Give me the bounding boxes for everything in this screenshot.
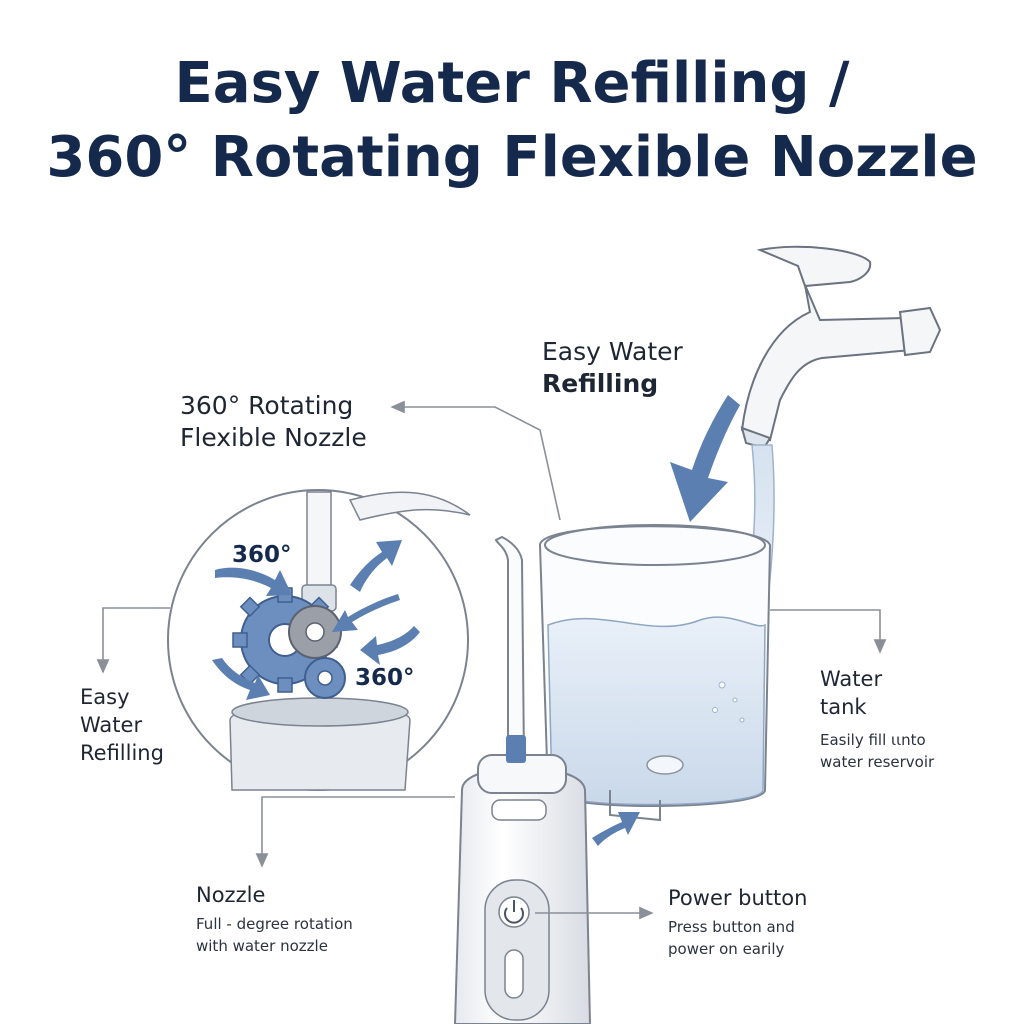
callout-lines bbox=[96, 400, 887, 920]
rotating-nozzle-line-2: Flexible Nozzle bbox=[180, 423, 367, 452]
down-arrow-icon bbox=[670, 395, 740, 522]
refilling-left-line-1: Easy bbox=[80, 685, 130, 709]
refilling-left-line-3: Refilling bbox=[80, 741, 164, 765]
rotation-degree-upper: 360° bbox=[232, 542, 292, 568]
page-title-line-2: 360° Rotating Flexible Nozzle bbox=[46, 125, 978, 190]
rotation-arrow-icon bbox=[212, 540, 420, 700]
rotating-nozzle-line-1: 360° Rotating bbox=[180, 391, 354, 420]
refilling-top-line-1: Easy Water bbox=[542, 337, 683, 366]
refilling-top-label: Easy Water Refilling bbox=[542, 336, 683, 400]
rotating-nozzle-label: 360° Rotating Flexible Nozzle bbox=[180, 390, 367, 454]
water-tank-title-1: Water bbox=[820, 667, 883, 691]
power-button-desc-2: power on earily bbox=[668, 940, 785, 958]
water-tank-desc-1: Easily fill ιιnto bbox=[820, 731, 926, 749]
refilling-left-label: Easy Water Refilling bbox=[80, 683, 164, 767]
nozzle-label: Nozzle Full - degree rotation with water… bbox=[196, 881, 353, 957]
nozzle-desc-1: Full - degree rotation bbox=[196, 915, 353, 933]
flosser-body bbox=[453, 535, 592, 1024]
refilling-left-line-2: Water bbox=[80, 713, 143, 737]
refill-arrow-icon bbox=[592, 812, 640, 846]
water-tank-desc-2: water reservoir bbox=[820, 753, 935, 771]
water-tank-label: Water tank Easily fill ιιnto water reser… bbox=[820, 665, 934, 773]
page-title-line-1: Easy Water Refilling / bbox=[174, 51, 850, 116]
nozzle-desc-2: with water nozzle bbox=[196, 937, 328, 955]
water-tank bbox=[538, 524, 772, 822]
nozzle-title: Nozzle bbox=[196, 883, 266, 907]
faucet-icon bbox=[740, 245, 942, 450]
water-tank-title-2: tank bbox=[820, 695, 867, 719]
gear-icon bbox=[232, 587, 346, 699]
refilling-top-line-2: Refilling bbox=[542, 369, 659, 398]
power-button-title: Power button bbox=[668, 886, 808, 910]
rotation-degree-lower: 360° bbox=[355, 665, 415, 691]
power-button-desc-1: Press button and bbox=[668, 918, 795, 936]
power-button-label: Power button Press button and power on e… bbox=[668, 884, 807, 960]
